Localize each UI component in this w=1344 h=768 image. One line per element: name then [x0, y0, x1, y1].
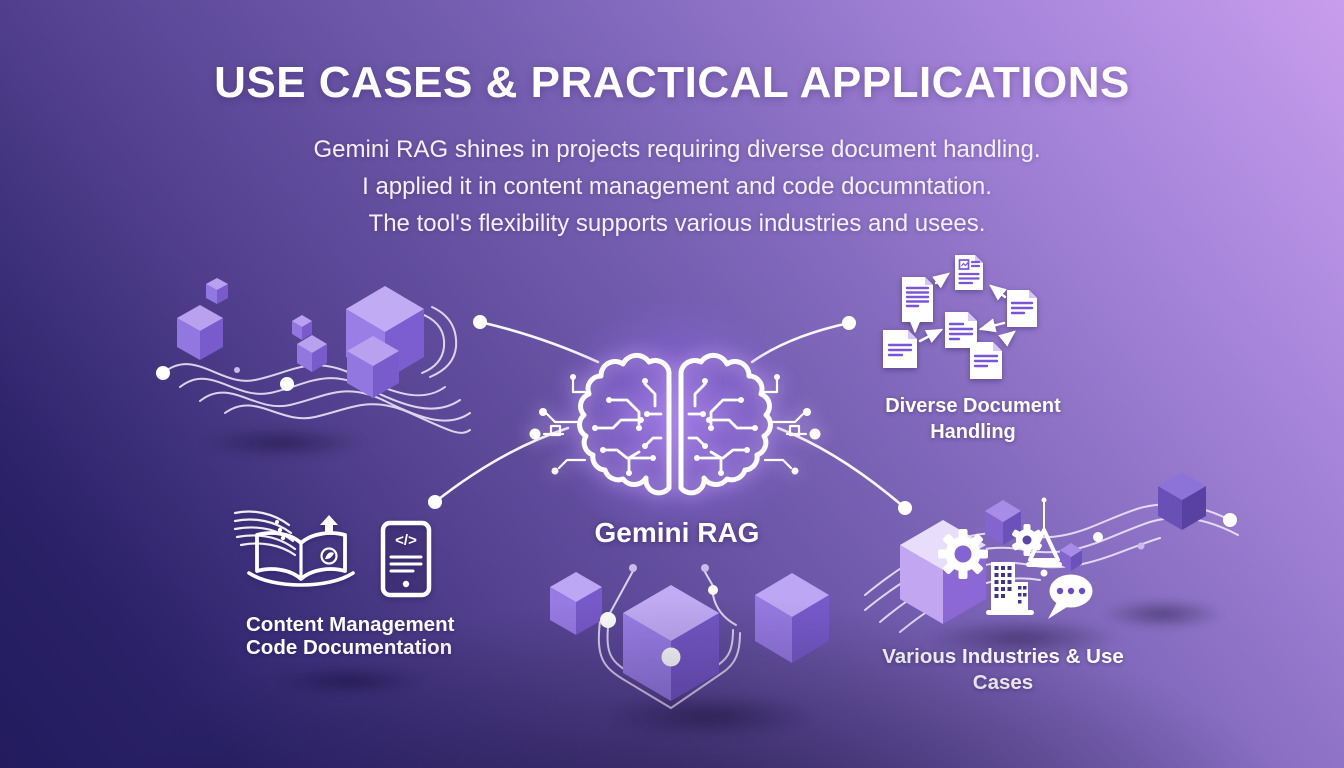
upload-arrow-icon: [320, 515, 338, 533]
chat-bubble-icon: [1048, 574, 1093, 619]
center-node-label: Gemini RAG: [594, 517, 760, 548]
brain-circuit-icon: [529, 344, 785, 534]
document-icon: [883, 330, 917, 368]
label-line: Content Management: [246, 613, 455, 636]
content-icons: </>: [233, 510, 432, 598]
document-network-icon: [883, 255, 1037, 379]
node-label-documents: Diverse Document Handling: [823, 393, 1123, 445]
cube-icon: [550, 572, 829, 701]
label-line: Handling: [930, 421, 1016, 443]
label-line: Code Documentation: [246, 636, 453, 659]
label-line: Diverse Document: [885, 395, 1061, 417]
node-label-industries: Various Industries & Use Cases: [882, 645, 1124, 694]
document-icon: [955, 255, 983, 290]
center-cubes: [550, 564, 829, 710]
code-glyph: </>: [395, 532, 417, 549]
industries-cluster: [864, 472, 1239, 633]
data-flow-cubes: [156, 278, 471, 434]
node-label-content: Content Management Code Documentation: [246, 613, 566, 659]
document-icon: [970, 342, 1002, 379]
document-icon: [902, 277, 933, 322]
document-icon: [1007, 290, 1037, 327]
gear-icon: [938, 529, 988, 579]
open-book-icon: [247, 515, 355, 587]
building-icon: [986, 562, 1034, 615]
code-tablet-icon: </>: [380, 520, 432, 598]
